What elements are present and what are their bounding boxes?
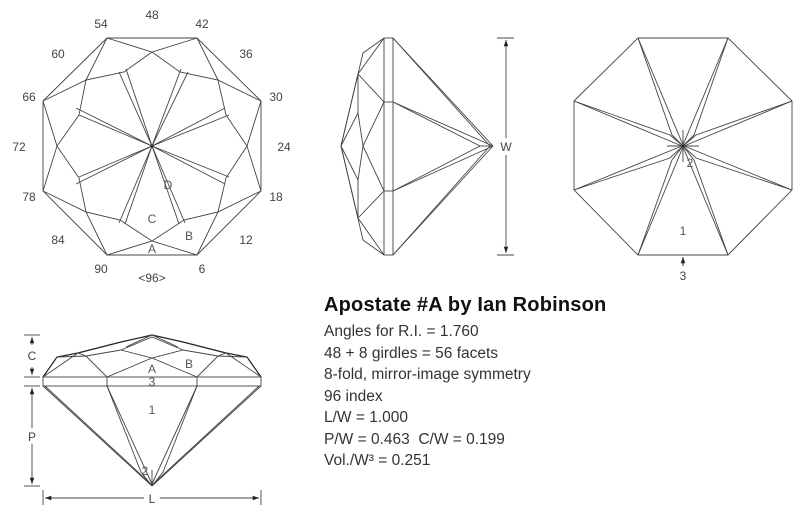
profile-view xyxy=(42,334,262,487)
info-pavilion-crown-ratio: P/W = 0.463 C/W = 0.199 xyxy=(324,430,505,448)
side-view xyxy=(340,37,494,256)
profile-facet-label-a: A xyxy=(148,362,156,376)
profile-dimensions xyxy=(24,334,262,505)
index-60: 60 xyxy=(51,47,65,61)
info-volume-ratio: Vol./W³ = 0.251 xyxy=(324,452,431,469)
index-42: 42 xyxy=(195,17,209,31)
index-48: 48 xyxy=(145,8,159,22)
index-90: 90 xyxy=(94,262,108,276)
crown-view xyxy=(42,37,262,256)
facet-label-d: D xyxy=(164,178,173,192)
index-24: 24 xyxy=(277,140,291,154)
length-label: L xyxy=(149,492,156,506)
pavilion-view xyxy=(573,37,793,256)
pavilion-facet-label-2: 2 xyxy=(687,156,694,170)
index-66: 66 xyxy=(22,90,36,104)
info-length-width: L/W = 1.000 xyxy=(324,409,409,426)
girdle-label-3: 3 xyxy=(680,269,687,283)
index-78: 78 xyxy=(22,190,36,204)
profile-facet-label-1: 1 xyxy=(149,403,156,417)
width-label: W xyxy=(500,140,512,154)
design-info-panel: Apostate #A by Ian Robinson Angles for R… xyxy=(324,294,606,472)
width-dimension xyxy=(497,37,514,256)
index-30: 30 xyxy=(269,90,283,104)
pavilion-facet-label-1: 1 xyxy=(680,224,687,238)
crown-height-label: C xyxy=(28,349,37,363)
info-index: 96 index xyxy=(324,387,383,405)
index-84: 84 xyxy=(51,233,65,247)
index-54: 54 xyxy=(94,17,108,31)
info-facet-count: 48 + 8 girdles = 56 facets xyxy=(324,344,499,362)
index-72: 72 xyxy=(12,140,26,154)
info-refractive-index: Angles for R.I. = 1.760 xyxy=(324,323,479,340)
crown-index-labels: 48 42 36 30 24 18 12 6 <96> 90 84 78 72 … xyxy=(12,8,291,285)
index-6: 6 xyxy=(199,262,206,276)
facet-label-c: C xyxy=(148,212,157,226)
facet-label-b: B xyxy=(185,229,193,243)
design-title: Apostate #A by Ian Robinson xyxy=(324,294,607,316)
facet-label-a: A xyxy=(148,242,156,256)
info-symmetry: 8-fold, mirror-image symmetry xyxy=(324,366,531,383)
crown-facet-labels: A B C D xyxy=(148,178,193,256)
index-36: 36 xyxy=(239,47,253,61)
profile-facet-label-3: 3 xyxy=(149,375,156,389)
pavilion-depth-label: P xyxy=(28,430,36,444)
index-18: 18 xyxy=(269,190,283,204)
index-96: <96> xyxy=(138,271,165,285)
profile-facet-label-2: 2 xyxy=(142,464,149,478)
index-12: 12 xyxy=(239,233,253,247)
profile-facet-label-b: B xyxy=(185,357,193,371)
